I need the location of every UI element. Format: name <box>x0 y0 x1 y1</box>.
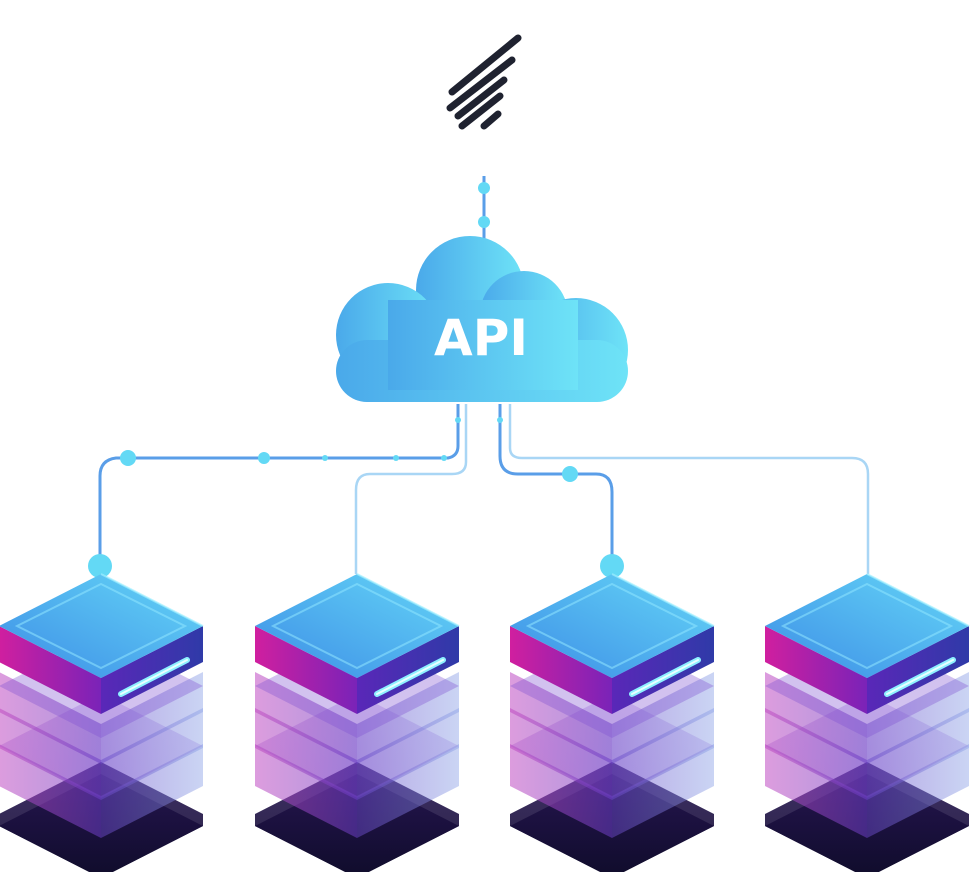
api-cloud: API <box>336 236 628 402</box>
server-4 <box>765 574 969 872</box>
server-2 <box>255 574 459 872</box>
top-connector <box>478 176 490 244</box>
connector-nodes <box>88 417 624 578</box>
server-3 <box>510 574 714 872</box>
stripes-logo-icon <box>446 34 522 130</box>
server-connectors <box>98 404 870 574</box>
server-1 <box>0 574 203 872</box>
api-label: API <box>434 309 528 367</box>
